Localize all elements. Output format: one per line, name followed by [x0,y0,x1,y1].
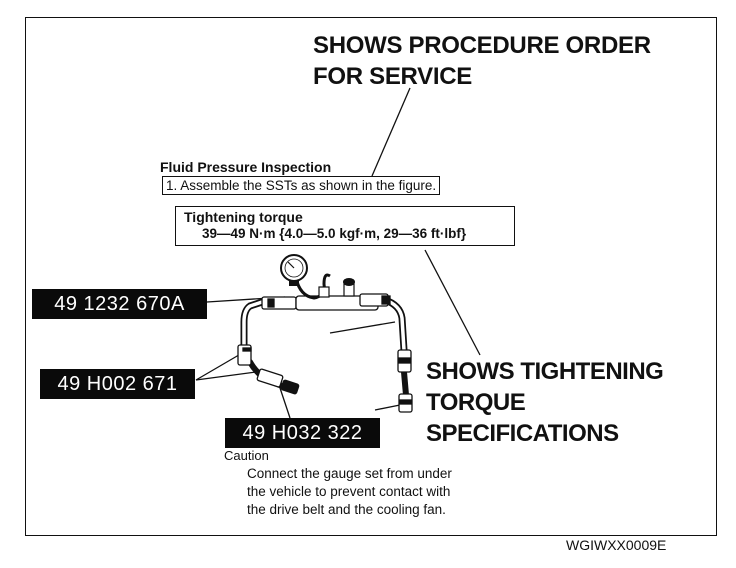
leader-line-procedure [371,87,411,177]
center-fitting-nut [280,379,300,395]
procedure-order-callout: SHOWS PROCEDURE ORDER FOR SERVICE [313,30,651,92]
torque-callout-line2: TORQUE [426,389,526,416]
caution-title: Caution [224,448,269,463]
torque-callout-line3: SPECIFICATIONS [426,420,619,447]
leader-line-label2b [195,371,257,381]
tool-label-1: 49 1232 670A [32,289,207,319]
pressure-gauge-icon [280,254,331,300]
leader-line-label2a [195,351,245,381]
center-fitting [256,368,284,388]
procedure-title: Fluid Pressure Inspection [160,159,332,175]
left-fitting-nut [242,347,252,352]
right-fitting-nut [398,357,411,364]
caution-line1: Connect the gauge set from under [247,466,452,481]
fittings [237,293,413,413]
caution-line2: the vehicle to prevent contact with [247,484,451,499]
caution-text: Connect the gauge set from under the veh… [247,465,517,519]
right-lower-hose [401,369,409,398]
gauge-coupler [261,296,297,310]
figure-frame [25,17,717,536]
leader-line-torque [424,249,481,356]
leader-line-label3a [279,387,291,419]
right-end-nut [399,399,412,405]
leader-line-label3b [374,404,401,411]
tightening-torque-callout: SHOWS TIGHTENING TORQUE SPECIFICATIONS [426,356,664,449]
torque-value: 39—49 N·m {4.0—5.0 kgf·m, 29—36 ft·lbf} [202,226,467,241]
procedure-callout-line2: FOR SERVICE [313,63,472,90]
tool-label-2: 49 H002 671 [40,369,195,399]
tool-label-3: 49 H032 322 [225,418,380,448]
torque-callout-line1: SHOWS TIGHTENING [426,358,664,385]
procedure-step: 1. Assemble the SSTs as shown in the fig… [162,176,441,195]
manifold-coupler-nut [381,295,391,305]
torque-title: Tightening torque [184,209,303,225]
gauge-coupler-nut [267,298,275,308]
left-hose-inner [242,300,264,347]
leader-line-torque-joint [329,321,396,334]
torque-spec-box: Tightening torque 39—49 N·m {4.0—5.0 kgf… [175,206,515,246]
caution-line3: the drive belt and the cooling fan. [247,502,446,517]
procedure-callout-line1: SHOWS PROCEDURE ORDER [313,32,651,59]
figure-code: WGIWXX0009E [566,537,667,553]
valve-icon [343,278,355,297]
